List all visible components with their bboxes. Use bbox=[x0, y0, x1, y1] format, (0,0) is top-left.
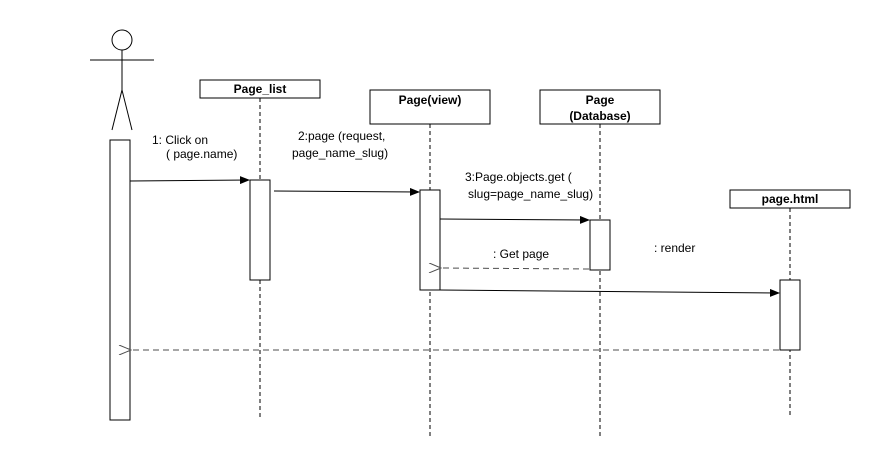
lifeline-page-db-header bbox=[539, 89, 661, 125]
activation-page-list bbox=[249, 179, 271, 281]
lifeline-page-html-header bbox=[729, 189, 851, 209]
message-2-label-line1: 2:page (request, bbox=[298, 129, 385, 143]
actor-figure bbox=[90, 29, 154, 131]
lifeline-page-view-header bbox=[369, 89, 491, 125]
message-render: : render bbox=[439, 241, 780, 297]
actor-right-leg bbox=[121, 89, 133, 131]
lifeline-page-list-header bbox=[199, 79, 321, 99]
lifeline-page-db: Page (Database) bbox=[539, 89, 661, 436]
lifeline-page-list-label: Page_list bbox=[234, 82, 287, 96]
message-get-page-label: : Get page bbox=[493, 247, 549, 261]
message-get-page-arrow bbox=[441, 268, 590, 269]
message-2-label-line2: page_name_slug) bbox=[292, 146, 388, 160]
lifeline-page-view: Page(view) bbox=[369, 89, 491, 436]
actor-left-leg bbox=[111, 89, 123, 131]
message-1-arrow bbox=[129, 176, 250, 185]
activation-page-db bbox=[589, 219, 611, 271]
lifeline-page-list: Page_list bbox=[199, 79, 321, 418]
message-3-label-line2: slug=page_name_slug) bbox=[468, 187, 593, 201]
lifeline-page-db-label-line2: (Database) bbox=[569, 109, 630, 123]
message-3-arrow bbox=[439, 215, 590, 224]
activation-page-html bbox=[779, 279, 801, 351]
message-3-label-line1: 3:Page.objects.get ( bbox=[465, 170, 572, 184]
message-3: 3:Page.objects.get ( slug=page_name_slug… bbox=[439, 170, 593, 224]
message-1-label-line2: ( page.name) bbox=[166, 147, 237, 161]
lifeline-page-view-label: Page(view) bbox=[399, 93, 462, 107]
actor-head bbox=[111, 29, 133, 51]
lifeline-page-html-label: page.html bbox=[762, 192, 819, 206]
message-1-label-line1: 1: Click on bbox=[152, 133, 208, 147]
lifeline-page-db-label-line1: Page bbox=[586, 93, 615, 107]
message-get-page: : Get page bbox=[441, 247, 590, 269]
message-render-label: : render bbox=[654, 241, 695, 255]
message-1: 1: Click on ( page.name) bbox=[129, 133, 250, 185]
message-render-arrow bbox=[439, 288, 780, 297]
lifeline-page-html: page.html bbox=[729, 189, 851, 418]
activation-page-view bbox=[419, 189, 441, 291]
message-2: 2:page (request, page_name_slug) bbox=[273, 129, 420, 196]
message-2-arrow bbox=[273, 187, 420, 196]
actor-activation-bar bbox=[109, 139, 131, 421]
